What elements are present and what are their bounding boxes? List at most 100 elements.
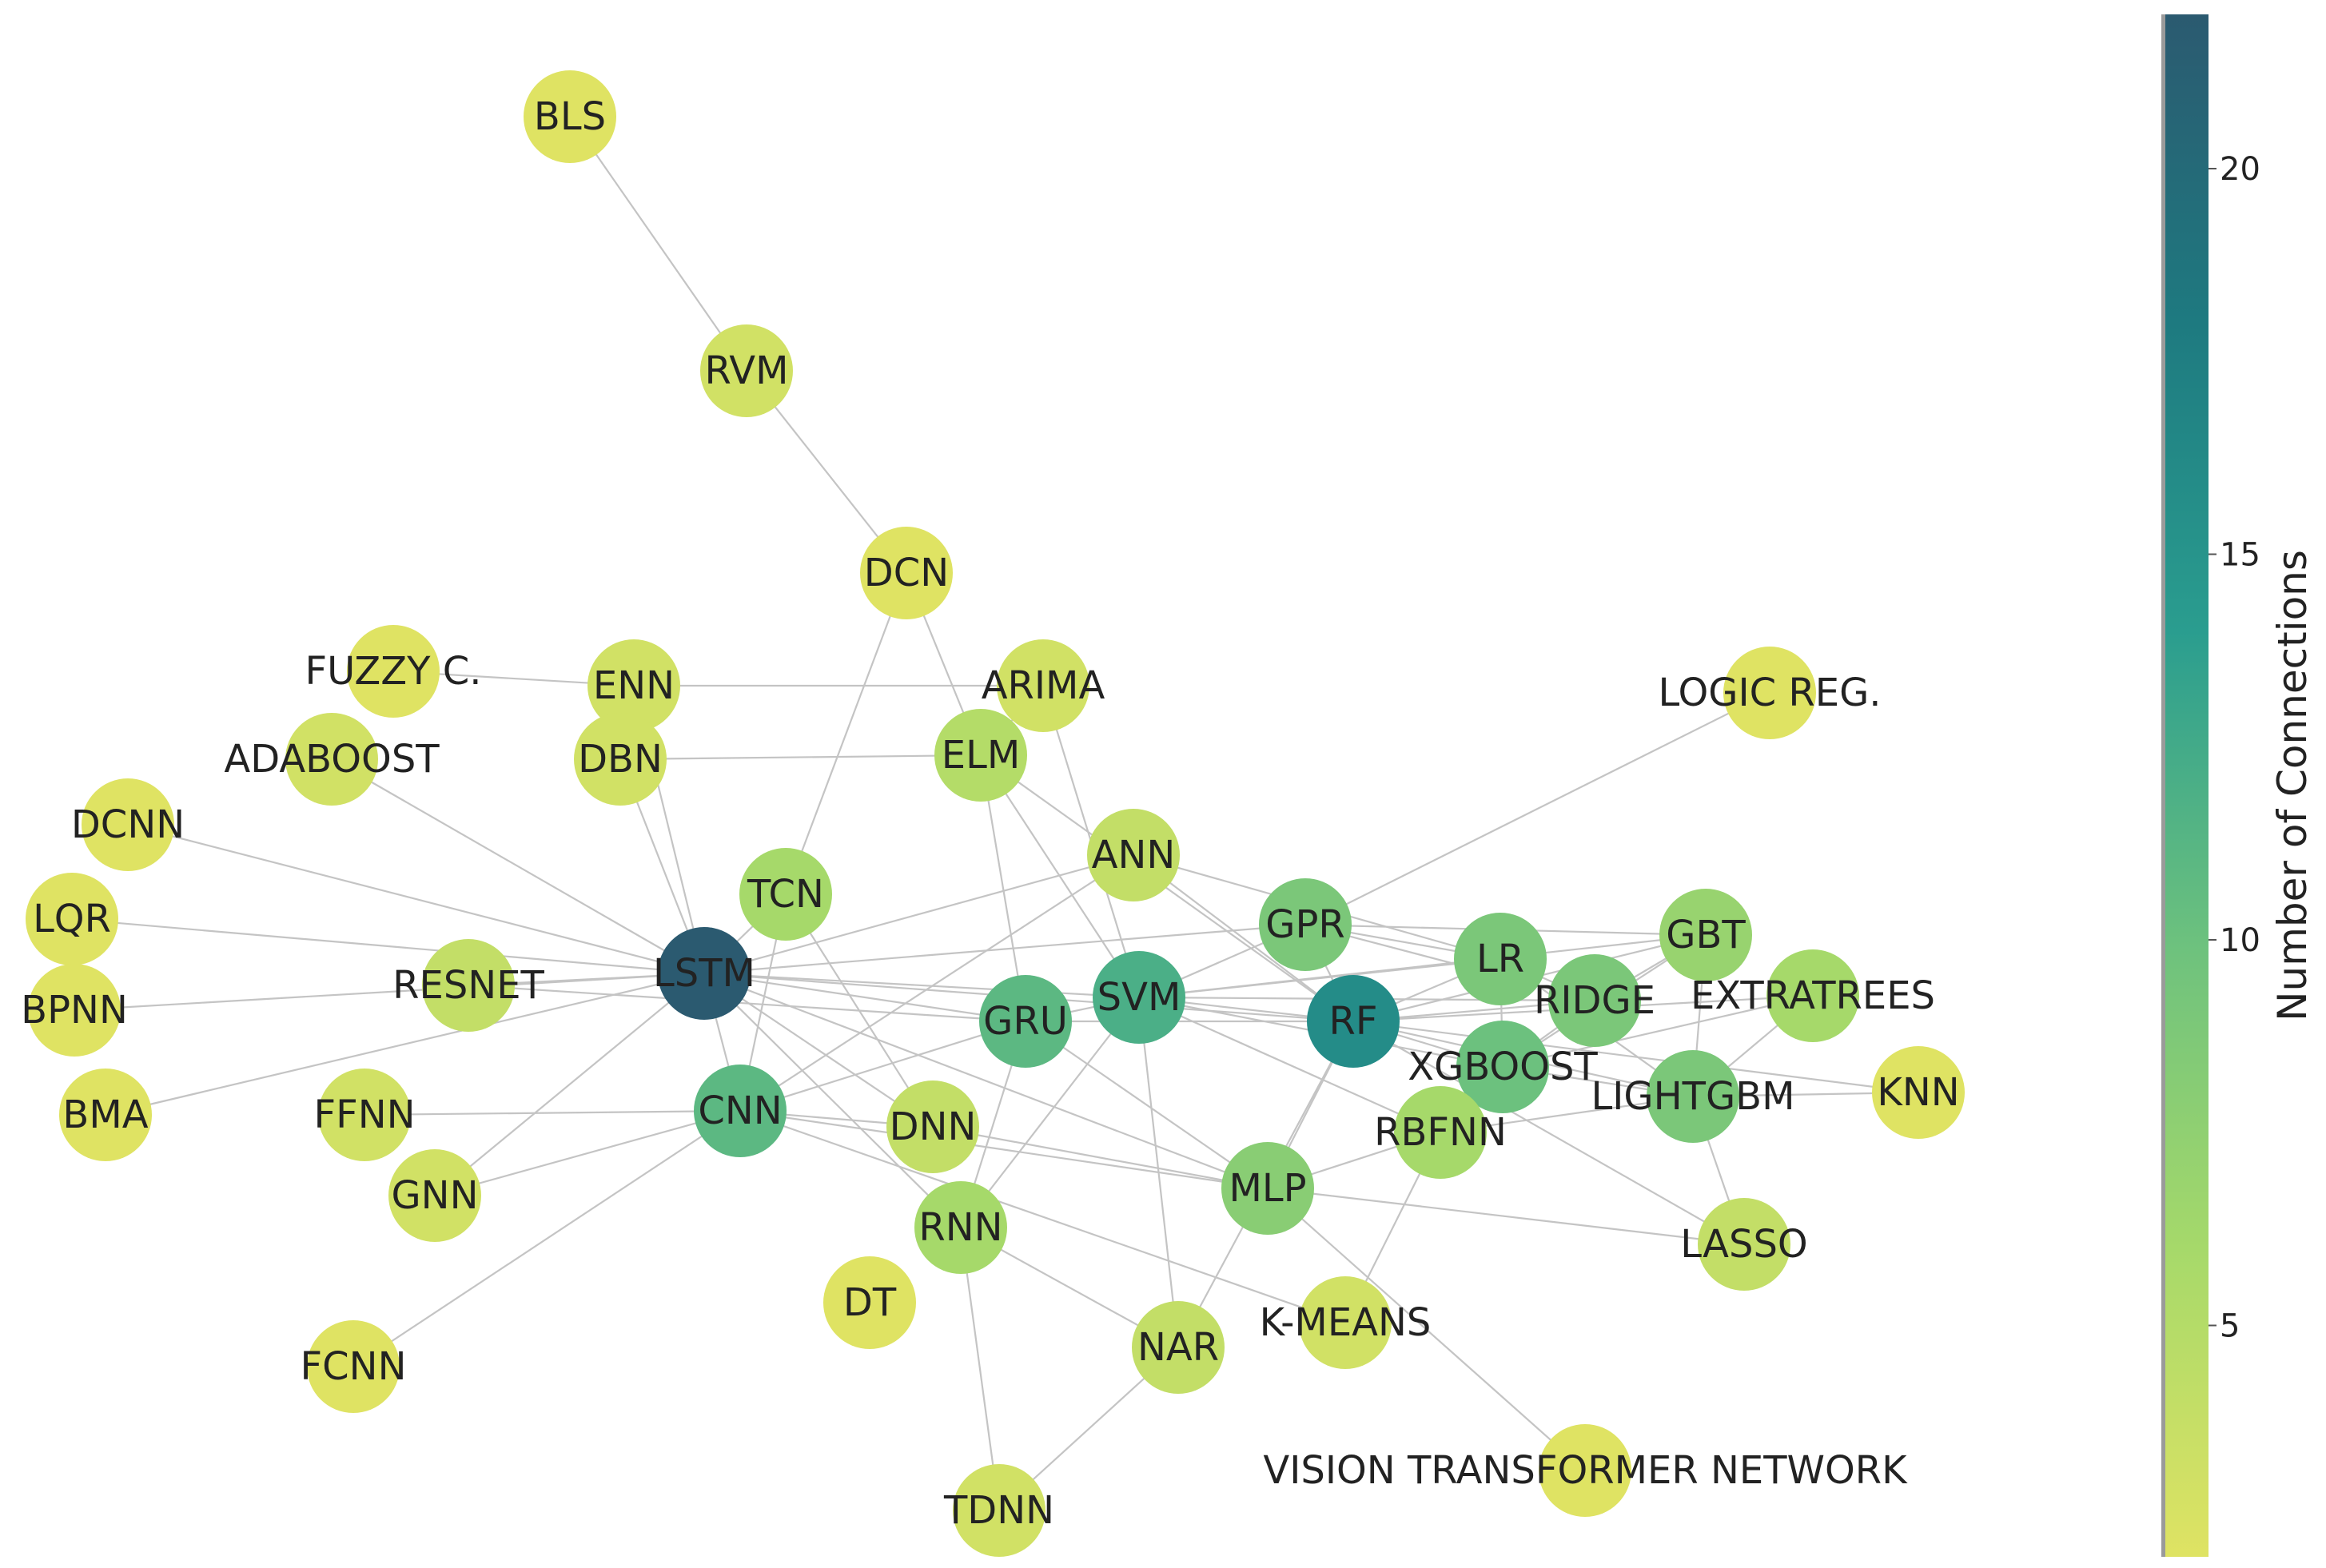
node-label-extratrees: EXTRATREES (1691, 973, 1935, 1018)
node-label-ridge: RIDGE (1534, 978, 1655, 1023)
node-rbfnn[interactable] (1394, 1086, 1487, 1179)
colorbar: 5 10 15 20 Number of Connections (2161, 14, 2316, 1557)
node-label-elm: ELM (942, 733, 1020, 778)
edge-lstm-gnn (434, 973, 705, 1196)
node-ridge[interactable] (1548, 954, 1641, 1047)
edge-lstm-rnn (703, 973, 962, 1228)
node-vit[interactable] (1539, 1424, 1631, 1517)
node-rf[interactable] (1307, 975, 1400, 1068)
node-label-enn: ENN (593, 663, 675, 708)
node-label-rvm: RVM (705, 348, 789, 393)
node-bma[interactable] (59, 1069, 152, 1161)
node-lr[interactable] (1454, 913, 1547, 1005)
node-lasso[interactable] (1698, 1198, 1790, 1291)
edge-svm-rnn (960, 997, 1140, 1228)
edge-gnn-cnn (434, 1109, 741, 1197)
node-gnn[interactable] (388, 1149, 481, 1242)
edge-mlp-lasso (1267, 1187, 1745, 1246)
node-resnet[interactable] (422, 939, 515, 1032)
edge-lstm-mlp (703, 972, 1269, 1190)
node-label-tcn: TCN (747, 872, 824, 917)
node-label-knn: KNN (1877, 1070, 1959, 1115)
node-tdnn[interactable] (953, 1464, 1046, 1557)
node-ann[interactable] (1087, 809, 1180, 901)
node-lightgbm[interactable] (1647, 1050, 1739, 1143)
colorbar-tick-label-20: 20 (2220, 151, 2260, 188)
node-dbn[interactable] (574, 713, 667, 806)
node-bpnn[interactable] (28, 964, 121, 1057)
colorbar-ticks: 5 10 15 20 (2209, 151, 2260, 1345)
edge-lstm-gpr (703, 923, 1306, 975)
edge-dnn-mlp (932, 1125, 1269, 1190)
node-lstm[interactable] (658, 927, 751, 1020)
edge-resnet-gru (468, 984, 1026, 1023)
edge-rf-lasso (1352, 1021, 1745, 1245)
edge-lqr-lstm (71, 917, 705, 975)
node-label-gbt: GBT (1666, 913, 1746, 957)
colorbar-tick-label-5: 5 (2220, 1308, 2240, 1345)
edge-lr-svm (1138, 957, 1501, 999)
node-label-lightgbm: LIGHTGBM (1591, 1074, 1794, 1119)
node-knn[interactable] (1872, 1046, 1965, 1139)
node-label-gnn: GNN (391, 1173, 478, 1218)
node-nar[interactable] (1132, 1301, 1225, 1394)
edge-dcn-tcn (784, 572, 908, 895)
node-arima[interactable] (997, 639, 1089, 732)
node-dcnn[interactable] (82, 778, 174, 871)
node-adaboost[interactable] (285, 713, 378, 806)
node-rnn[interactable] (914, 1181, 1007, 1274)
node-gru[interactable] (979, 975, 1072, 1068)
node-label-adaboost: ADABOOST (224, 737, 440, 782)
node-lqr[interactable] (26, 873, 118, 965)
edge-cnn-mlp (739, 1109, 1269, 1190)
node-label-dt: DT (843, 1280, 897, 1325)
colorbar-gradient (2165, 14, 2209, 1557)
node-gbt[interactable] (1659, 889, 1752, 981)
node-enn[interactable] (587, 639, 680, 732)
node-label-lasso: LASSO (1680, 1222, 1807, 1267)
edge-cnn-kmeans (739, 1109, 1346, 1324)
node-label-rbfnn: RBFNN (1374, 1110, 1507, 1155)
node-rvm[interactable] (700, 324, 793, 417)
node-label-bma: BMA (62, 1092, 148, 1137)
node-kmeans[interactable] (1299, 1276, 1392, 1369)
edge-gru-mlp (1025, 1021, 1269, 1189)
node-fuzzy[interactable] (347, 625, 440, 718)
colorbar-title: Number of Connections (2269, 550, 2316, 1021)
node-label-ann: ANN (1092, 833, 1176, 878)
node-label-resnet: RESNET (392, 963, 544, 1008)
node-label-tdnn: TDNN (943, 1488, 1054, 1533)
edge-elm-rf (980, 754, 1354, 1022)
node-label-lr: LR (1476, 937, 1524, 981)
node-label-xgboost: XGBOOST (1408, 1045, 1598, 1089)
node-elm[interactable] (934, 709, 1027, 802)
node-label-kmeans: K-MEANS (1260, 1300, 1432, 1345)
node-gpr[interactable] (1259, 878, 1352, 971)
node-bls[interactable] (524, 70, 616, 163)
node-ffnn[interactable] (318, 1069, 411, 1161)
node-xgboost[interactable] (1456, 1021, 1549, 1113)
edge-svm-rbfnn (1138, 996, 1441, 1134)
edge-mlp-vit (1267, 1188, 1586, 1471)
node-cnn[interactable] (694, 1065, 787, 1157)
colorbar-tick-label-15: 15 (2220, 537, 2260, 574)
edge-adaboost-lstm (331, 758, 705, 974)
node-label-arima: ARIMA (982, 663, 1105, 708)
edge-ann-cnn (739, 854, 1134, 1112)
node-svm[interactable] (1093, 951, 1185, 1044)
node-mlp[interactable] (1221, 1142, 1314, 1235)
node-logic[interactable] (1723, 647, 1816, 739)
colorbar-axis-line (2161, 14, 2165, 1557)
node-label-rf: RF (1329, 999, 1378, 1044)
colorbar-tick-label-10: 10 (2220, 922, 2260, 959)
node-dt[interactable] (823, 1256, 916, 1349)
node-dcn[interactable] (860, 527, 953, 619)
edge-gru-cnn (739, 1020, 1026, 1112)
node-dnn[interactable] (886, 1080, 979, 1173)
node-fcnn[interactable] (307, 1320, 400, 1413)
node-tcn[interactable] (739, 848, 832, 941)
edge-lstm-svm (703, 972, 1140, 999)
node-extratrees[interactable] (1766, 949, 1859, 1042)
